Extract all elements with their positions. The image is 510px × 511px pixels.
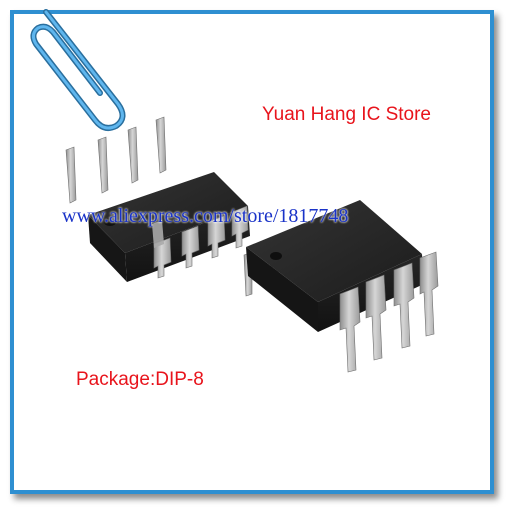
paperclip-icon	[30, 9, 126, 131]
store-url: www.aliexpress.com/store/1817748	[62, 205, 349, 227]
left-chip-back-pins	[65, 116, 167, 204]
package-label: Package:DIP-8	[76, 369, 204, 390]
left-chip-front-pins	[152, 205, 249, 279]
right-chip-front-pins	[339, 251, 439, 373]
store-name: Yuan Hang IC Store	[262, 104, 431, 125]
